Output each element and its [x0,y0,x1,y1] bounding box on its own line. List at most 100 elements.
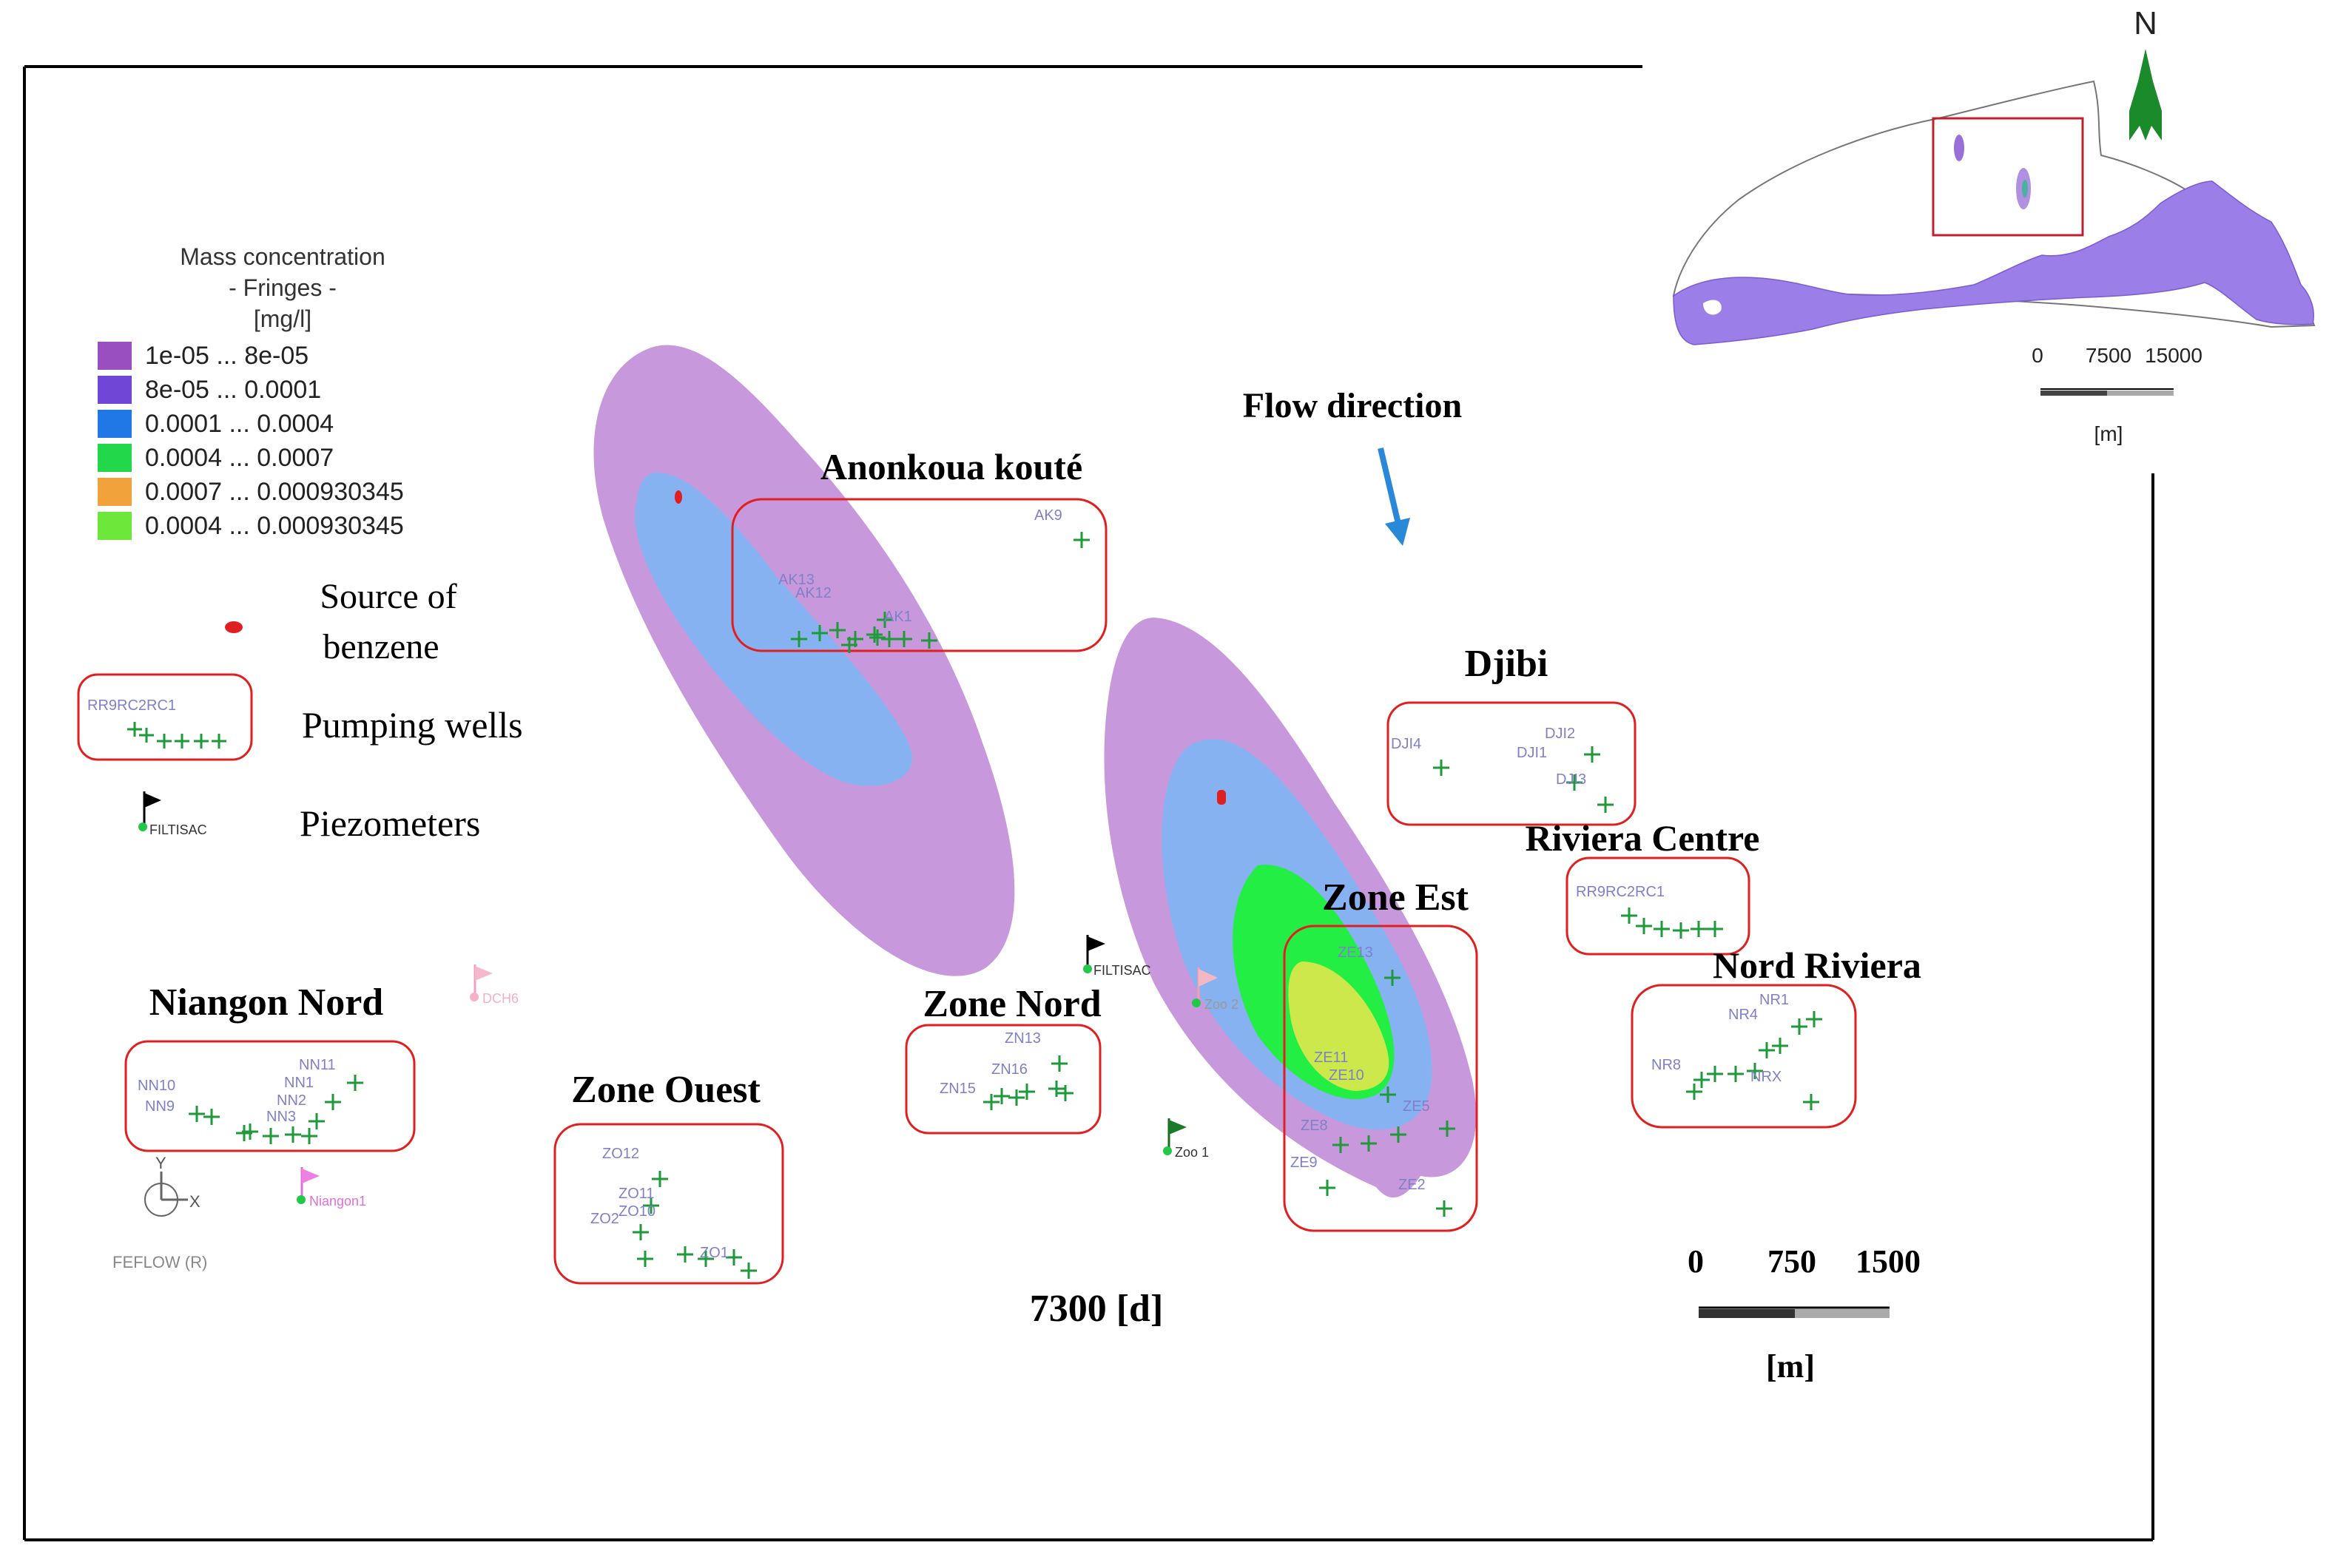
inset-scale-tick-2: 15000 [2145,344,2202,367]
well-label-zo2: ZO2 [590,1211,619,1227]
well-cross [347,1075,363,1091]
legend-entry-label: 0.0007 ... 0.000930345 [145,478,404,506]
well-label-nn11: NN11 [299,1057,336,1073]
well-cross [869,629,886,646]
well-cross [643,1197,659,1214]
well-cross [263,1128,279,1144]
well-cross [1057,1085,1074,1101]
piezometer-zoo1: Zoo 1 [1163,1118,1209,1160]
well-cross [194,734,209,748]
piezometer-symbol [138,791,161,831]
well-cross [1686,1084,1702,1100]
well-cross [157,734,172,748]
well-cross [1319,1180,1335,1196]
legend-title: Mass concentration [180,243,385,270]
well-label-nn2: NN2 [277,1092,306,1109]
piezometer-label-dch6: DCH6 [482,991,519,1006]
piezometer-label-zoo1: Zoo 1 [1175,1145,1209,1160]
label-flow-direction: Flow direction [1243,386,1462,425]
well-cross [1074,532,1090,548]
legend-unit: [mg/l] [254,305,311,332]
well-cross [829,622,846,638]
well-cross [309,1113,325,1129]
well-label-zo1: ZO1 [700,1245,729,1261]
label-djibi: Djibi [1465,643,1548,685]
well-label-ak12: AK12 [795,585,832,601]
legend-well-text: RR9RC2RC1 [87,697,176,714]
well-cross [698,1251,714,1267]
legend-entry-label: 0.0004 ... 0.0007 [145,444,334,472]
zone-box-riviera-centre [1565,856,1750,956]
zone-box-zone-nord [905,1024,1102,1135]
legend: Mass concentration - Fringes - [mg/l] 1e… [77,243,523,844]
main-map-frame [23,65,2154,1541]
well-label-zn13: ZN13 [1005,1030,1041,1047]
well-label-zn16: ZN16 [991,1061,1028,1078]
legend-entry-label: 1e-05 ... 8e-05 [145,342,309,370]
well-cross [1019,1084,1035,1100]
well-cross [983,1094,1000,1110]
well-cross [994,1088,1010,1104]
well-label-nn1: NN1 [284,1075,314,1091]
label-anonkoua-koute: Anonkoua kouté [820,446,1082,487]
well-cross [741,1263,757,1279]
well-crosses [189,532,1822,1279]
well-cross [1759,1042,1775,1058]
flow-direction-arrow [1378,447,1410,546]
well-label-nn3: NN3 [266,1109,296,1125]
well-label-zo12: ZO12 [602,1146,639,1162]
well-label-nn9: NN9 [145,1098,175,1115]
well-label-nr4: NR4 [1728,1007,1758,1023]
well-cross [726,1249,742,1265]
well-label-ze2: ZE2 [1398,1177,1426,1193]
well-cross [1597,797,1614,813]
scale-bar-main: 0 750 1500 [m] [1688,1243,1921,1385]
well-cross [881,631,897,647]
well-cross [1008,1089,1025,1106]
well-cross [1361,1135,1377,1152]
well-label-dji3: DJI3 [1556,771,1586,788]
well-label-dji1: DJI1 [1517,745,1547,761]
well-label-rc: RR9RC2RC1 [1576,884,1665,900]
well-cross [633,1224,649,1240]
zone-box-nord-riviera [1631,984,1857,1129]
label-niangon-nord: Niangon Nord [149,981,383,1024]
source-label-1: Source of [320,577,456,616]
well-cross [677,1246,693,1263]
axis-y-label: Y [155,1154,166,1172]
label-zone-est: Zone Est [1322,876,1469,919]
well-cross [877,612,893,628]
well-label-nr8: NR8 [1651,1057,1681,1073]
well-cross [866,626,883,643]
well-cross [1439,1121,1455,1137]
inset-map: N 0 7500 15000 [m] [1672,5,2316,445]
well-label-ak1: AK1 [884,609,912,625]
well-label-ak9: AK9 [1034,507,1062,524]
well-label-ze5: ZE5 [1403,1098,1430,1115]
label-riviera-centre: Riviera Centre [1525,817,1759,859]
well-cross [1436,1200,1452,1217]
well-cross [1673,922,1689,939]
inset-scale-tick-0: 0 [2032,344,2043,367]
well-cross [1707,1066,1723,1082]
piezometers-label: Piezometers [300,802,480,844]
north-arrow: N [2129,5,2162,141]
well-cross [175,734,189,748]
inset-scale-tick-1: 7500 [2086,344,2131,367]
piezometer-dch6: DCH6 [470,964,519,1006]
label-nord-riviera: Nord Riviera [1713,944,1921,986]
well-cross [325,1094,341,1110]
north-label: N [2134,5,2157,41]
well-cross [1747,1063,1763,1079]
legend-entry-label: 0.0001 ... 0.0004 [145,410,334,438]
zone-box-anonkoua [731,498,1108,652]
well-cross [1051,1055,1068,1072]
feflow-label: FEFLOW (R) [112,1253,207,1271]
well-cross [139,728,154,743]
scale-main-tick-2: 1500 [1856,1243,1921,1280]
label-zone-nord: Zone Nord [923,983,1101,1025]
well-label-zn15: ZN15 [940,1081,976,1097]
well-cross [1654,921,1670,937]
zone-box-zone-est [1283,925,1478,1232]
well-cross [1433,760,1449,776]
